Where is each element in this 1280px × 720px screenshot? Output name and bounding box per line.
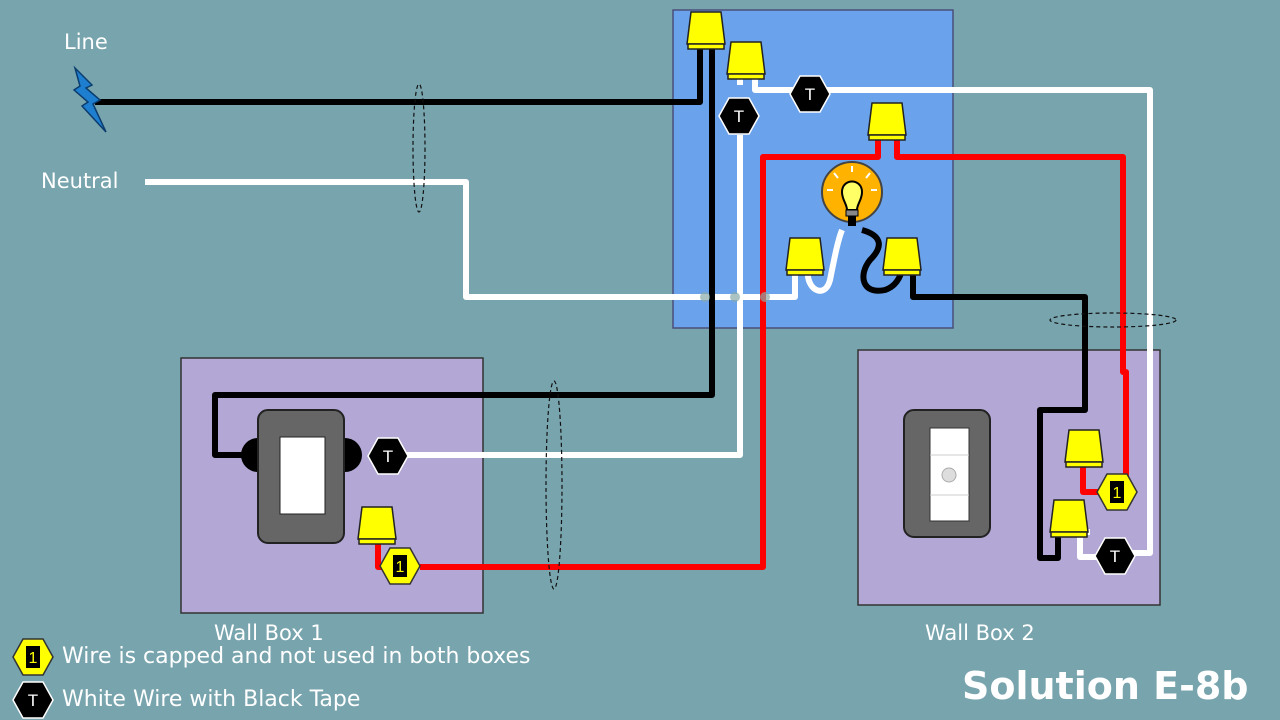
- diagram-title: Solution E-8b: [962, 664, 1249, 708]
- lightning-icon: [72, 65, 107, 133]
- light-bulb-icon: [821, 161, 883, 226]
- svg-text:T: T: [383, 447, 393, 466]
- svg-text:1: 1: [1113, 485, 1122, 502]
- svg-text:T: T: [1110, 547, 1120, 566]
- cable-bundles: [412, 83, 1177, 590]
- svg-text:T: T: [805, 85, 815, 104]
- wall-box-2-label: Wall Box 2: [925, 621, 1035, 645]
- wall-box-1-label: Wall Box 1: [214, 621, 324, 645]
- neutral-wires: [145, 75, 1153, 560]
- svg-text:T: T: [734, 107, 744, 126]
- svg-text:T: T: [28, 691, 38, 710]
- toggle-switch-icon[interactable]: [241, 409, 362, 544]
- svg-text:1: 1: [29, 650, 38, 667]
- legend-tape-text: White Wire with Black Tape: [62, 687, 361, 712]
- neutral-label: Neutral: [41, 169, 119, 193]
- legend-tape-icon: T: [12, 681, 54, 719]
- line-label: Line: [64, 30, 108, 54]
- capped-markers: 1 1: [379, 473, 1138, 585]
- svg-text:1: 1: [396, 559, 405, 576]
- neutral-splice-dots: [700, 292, 770, 302]
- legend-capped-text: Wire is capped and not used in both boxe…: [62, 644, 531, 669]
- legend-capped-icon: 1: [12, 638, 54, 676]
- dimmer-switch-icon[interactable]: [903, 409, 991, 538]
- tape-markers: T T T T: [367, 75, 1136, 575]
